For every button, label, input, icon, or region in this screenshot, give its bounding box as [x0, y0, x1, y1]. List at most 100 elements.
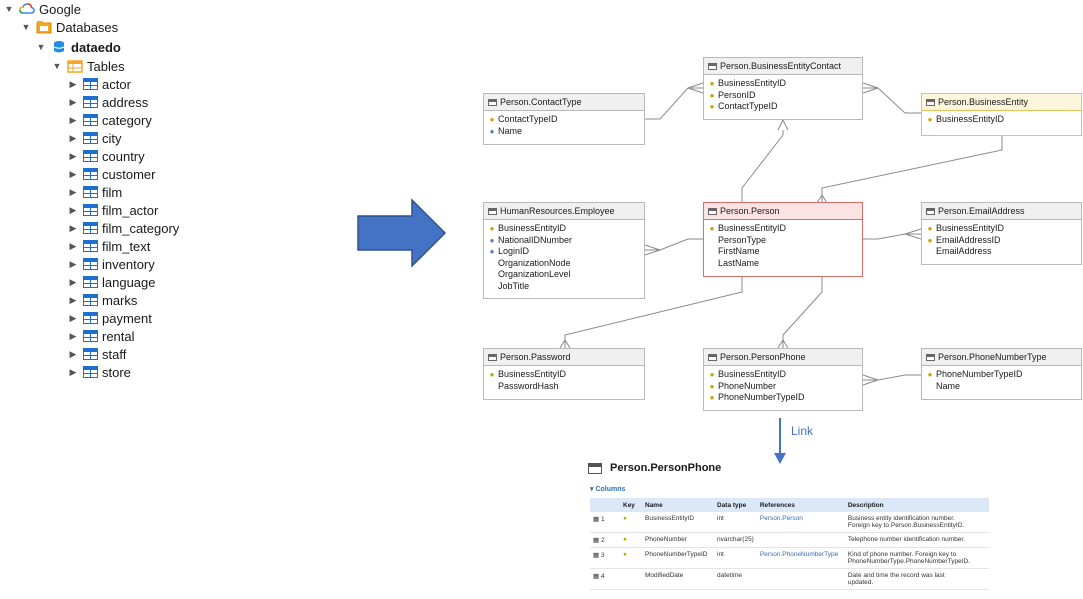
entity-column[interactable]: ●ContactTypeID: [488, 114, 644, 126]
chevron-right-icon[interactable]: ▶: [69, 169, 77, 179]
entity-column[interactable]: PasswordHash: [488, 381, 644, 393]
chevron-right-icon[interactable]: ▶: [69, 115, 77, 125]
entity-employee[interactable]: HumanResources.Employee ●BusinessEntityID…: [483, 202, 645, 299]
chevron-right-icon[interactable]: ▶: [69, 349, 77, 359]
entity-column[interactable]: ●BusinessEntityID: [926, 223, 1081, 235]
entity-column[interactable]: Name: [926, 381, 1081, 393]
entity-column[interactable]: OrganizationLevel: [488, 269, 644, 281]
entity-column[interactable]: JobTitle: [488, 281, 644, 293]
tree-node-table[interactable]: ▶actor: [67, 75, 131, 93]
entity-column[interactable]: ●ContactTypeID: [708, 101, 862, 113]
tree-node-databases[interactable]: ▼ Databases: [20, 18, 119, 36]
entity-column[interactable]: ●PersonID: [708, 90, 862, 102]
entity-column[interactable]: OrganizationNode: [488, 258, 644, 270]
entity-column[interactable]: ●BusinessEntityID: [488, 223, 644, 235]
entity-column[interactable]: ●PhoneNumber: [708, 381, 862, 393]
chevron-right-icon[interactable]: ▶: [69, 151, 77, 161]
chevron-down-icon[interactable]: ▼: [4, 4, 14, 14]
entity-column[interactable]: ●BusinessEntityID: [708, 223, 862, 235]
tree-node-table[interactable]: ▶address: [67, 93, 149, 111]
tree-node-table[interactable]: ▶inventory: [67, 255, 155, 273]
tree-label: film: [102, 184, 123, 200]
chevron-right-icon[interactable]: ▶: [69, 331, 77, 341]
entity-column[interactable]: EmailAddress: [926, 246, 1081, 258]
tree-node-table[interactable]: ▶language: [67, 273, 156, 291]
entity-column[interactable]: ●BusinessEntityID: [488, 369, 644, 381]
entity-header[interactable]: Person.EmailAddress: [922, 203, 1081, 220]
tree-node-google[interactable]: ▼ Google: [3, 0, 81, 18]
row-cell-reference[interactable]: Person.Person: [756, 512, 845, 533]
entity-contacttype[interactable]: Person.ContactType ●ContactTypeID●Name: [483, 93, 645, 145]
entity-header[interactable]: Person.PersonPhone: [704, 349, 862, 366]
entity-column[interactable]: ●LoginID: [488, 246, 644, 258]
entity-header[interactable]: Person.BusinessEntityContact: [704, 58, 862, 75]
chevron-down-icon[interactable]: ▼: [52, 61, 62, 71]
entity-header[interactable]: Person.Person: [704, 203, 862, 220]
entity-column[interactable]: ●PhoneNumberTypeID: [926, 369, 1081, 381]
entity-column[interactable]: ●BusinessEntityID: [708, 78, 862, 90]
chevron-right-icon[interactable]: ▶: [69, 367, 77, 377]
chevron-right-icon[interactable]: ▶: [69, 295, 77, 305]
entity-header[interactable]: Person.Password: [484, 349, 644, 366]
entity-header[interactable]: Person.BusinessEntity: [922, 94, 1081, 111]
entity-businessentity[interactable]: Person.BusinessEntity ●BusinessEntityID: [921, 93, 1082, 136]
col-header-type: Data type: [714, 498, 757, 512]
row-cell-reference[interactable]: [756, 532, 845, 548]
entity-header[interactable]: Person.PhoneNumberType: [922, 349, 1081, 366]
tree-node-table[interactable]: ▶marks: [67, 291, 138, 309]
tree-node-table[interactable]: ▶film_actor: [67, 201, 159, 219]
row-cell-reference[interactable]: [756, 568, 845, 590]
entity-businessentitycontact[interactable]: Person.BusinessEntityContact ●BusinessEnt…: [703, 57, 863, 120]
chevron-right-icon[interactable]: ▶: [69, 277, 77, 287]
entity-header[interactable]: HumanResources.Employee: [484, 203, 644, 220]
entity-column[interactable]: LastName: [708, 258, 862, 270]
entity-column[interactable]: ●PhoneNumberTypeID: [708, 392, 862, 404]
tree-node-table[interactable]: ▶payment: [67, 309, 152, 327]
entity-column[interactable]: ●NationalIDNumber: [488, 235, 644, 247]
description-line: Foreign key to Person.BusinessEntityID.: [847, 522, 965, 529]
row-cell-reference[interactable]: Person.PhoneNumberType: [756, 547, 845, 569]
columns-section-header[interactable]: ▾ Columns: [590, 485, 625, 493]
tree-node-table[interactable]: ▶customer: [67, 165, 156, 183]
entity-personphone[interactable]: Person.PersonPhone●BusinessEntityID●Phon…: [703, 348, 863, 411]
tree-node-table[interactable]: ▶film_category: [67, 219, 180, 237]
entity-column[interactable]: PersonType: [708, 235, 862, 247]
tree-node-table[interactable]: ▶rental: [67, 327, 135, 345]
tree-node-table[interactable]: ▶country: [67, 147, 145, 165]
chevron-right-icon[interactable]: ▶: [69, 133, 77, 143]
tree-node-table[interactable]: ▶category: [67, 111, 152, 129]
entity-header[interactable]: Person.ContactType: [484, 94, 644, 111]
tree-node-table[interactable]: ▶store: [67, 363, 131, 381]
entity-column[interactable]: FirstName: [708, 246, 862, 258]
entity-column[interactable]: ●Name: [488, 126, 644, 138]
key-icon: ●: [709, 90, 715, 100]
chevron-down-icon[interactable]: ▼: [36, 42, 46, 52]
chevron-right-icon[interactable]: ▶: [69, 187, 77, 197]
entity-phonenumbertype[interactable]: Person.PhoneNumberType ●PhoneNumberTypeID…: [921, 348, 1082, 400]
chevron-right-icon[interactable]: ▶: [69, 223, 77, 233]
chevron-down-icon[interactable]: ▼: [21, 22, 31, 32]
tree-node-tables[interactable]: ▼ Tables: [51, 57, 125, 75]
tree-node-table[interactable]: ▶staff: [67, 345, 127, 363]
chevron-right-icon[interactable]: ▶: [69, 205, 77, 215]
entity-column[interactable]: ●BusinessEntityID: [926, 114, 1081, 126]
doc-title: Person.PersonPhone: [588, 462, 721, 474]
tree-node-table[interactable]: ▶ film: [67, 183, 123, 201]
chevron-right-icon[interactable]: ▶: [69, 79, 77, 89]
entity-column[interactable]: ●BusinessEntityID: [708, 369, 862, 381]
tree-node-dataedo[interactable]: ▼ dataedo: [35, 38, 121, 56]
tree-node-table[interactable]: ▶film_text: [67, 237, 151, 255]
chevron-right-icon[interactable]: ▶: [69, 313, 77, 323]
chevron-right-icon[interactable]: ▶: [69, 241, 77, 251]
chevron-right-icon[interactable]: ▶: [69, 259, 77, 269]
entity-emailaddress[interactable]: Person.EmailAddress ●BusinessEntityID●Ema…: [921, 202, 1082, 265]
chevron-right-icon[interactable]: ▶: [69, 97, 77, 107]
tree-node-table[interactable]: ▶city: [67, 129, 122, 147]
entity-column[interactable]: ●EmailAddressID: [926, 235, 1081, 247]
